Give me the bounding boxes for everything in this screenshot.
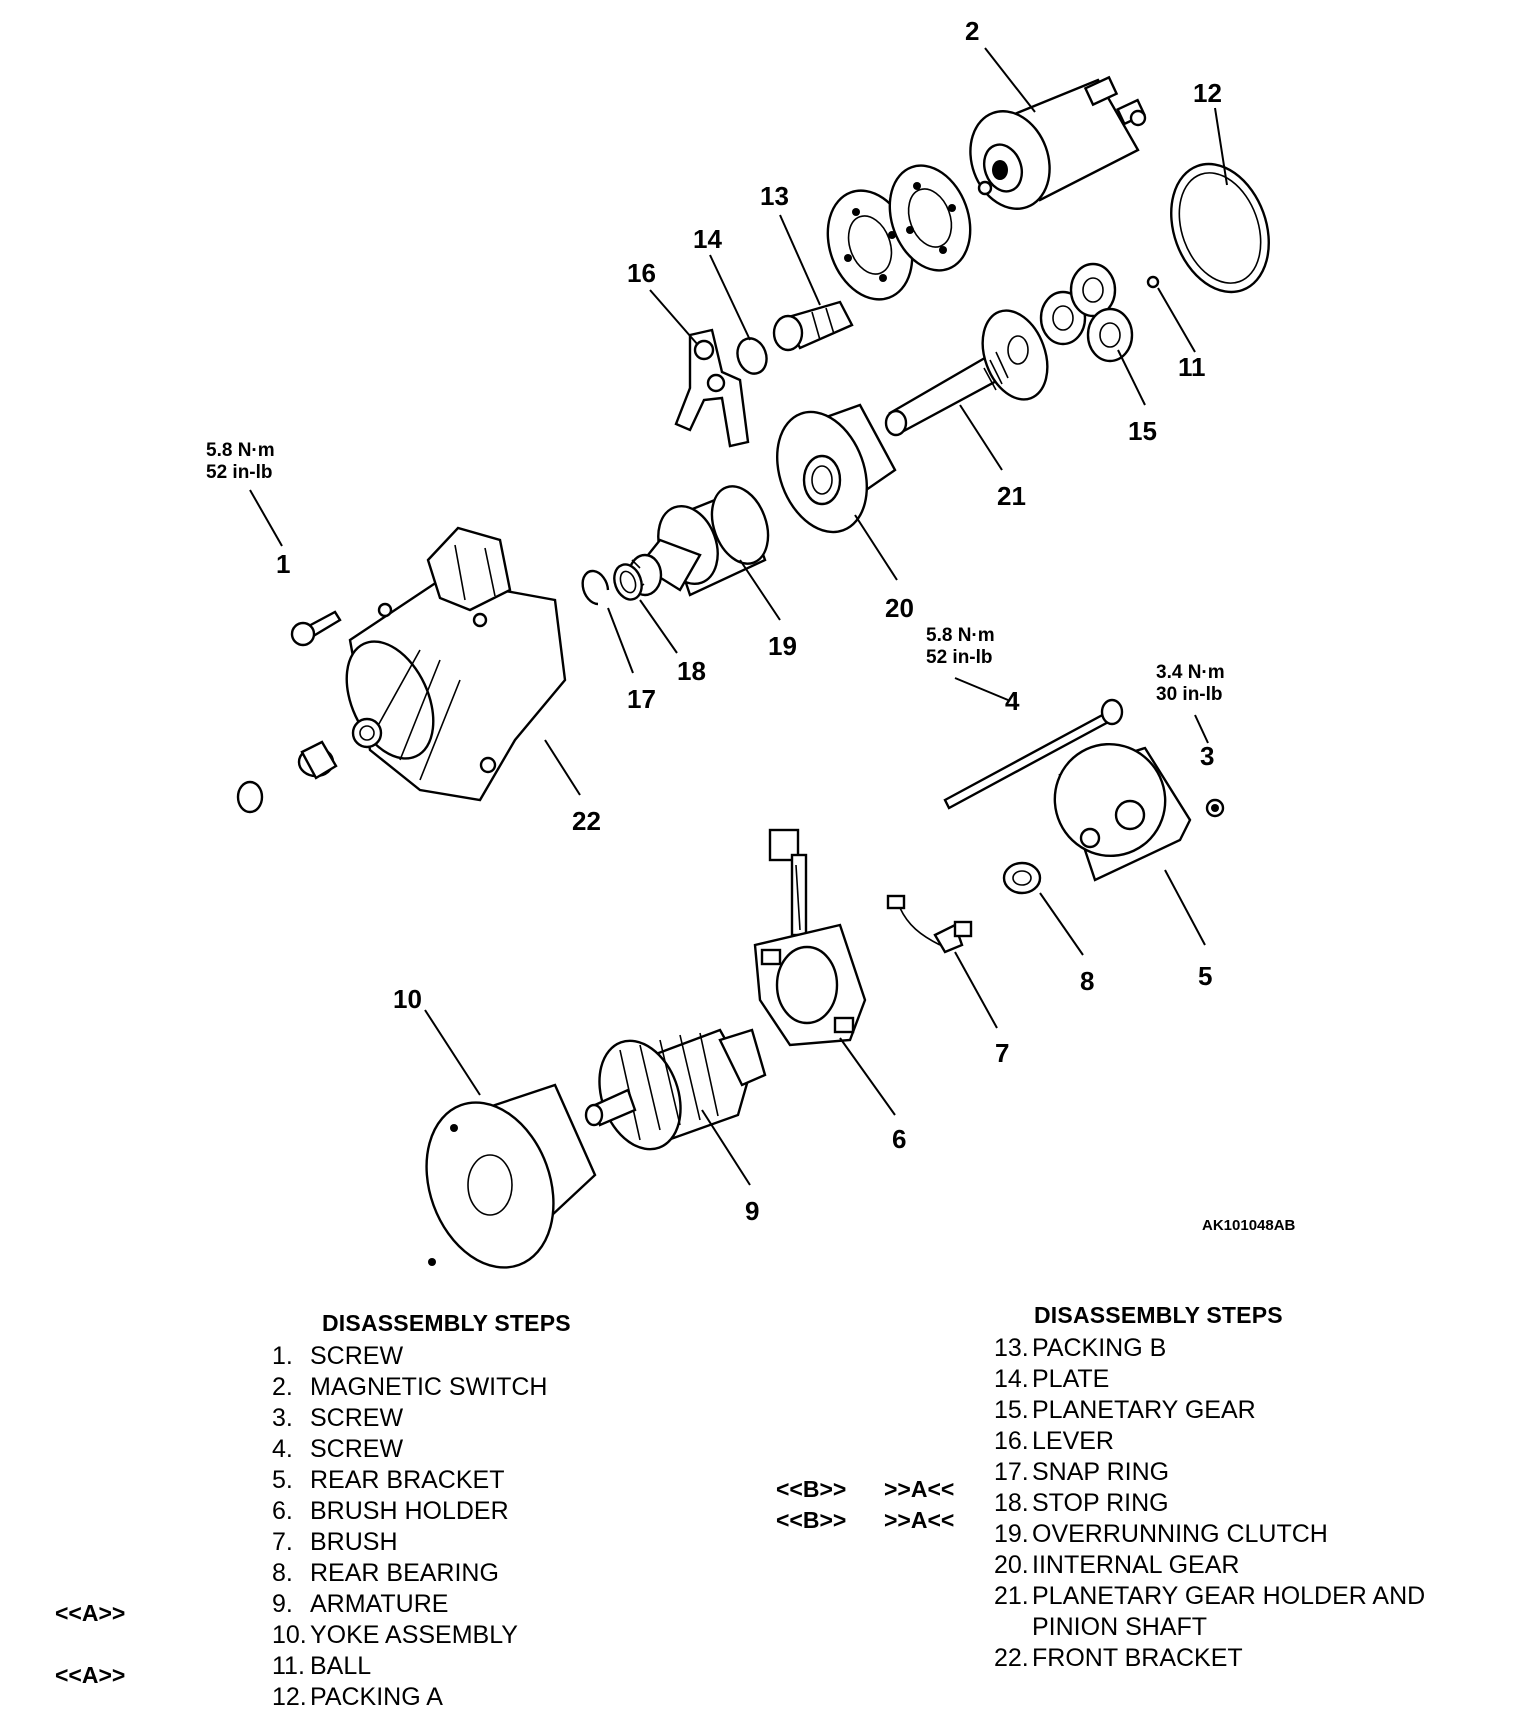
callout-5: 5 xyxy=(1198,961,1212,991)
step-item: 16.LEVER xyxy=(994,1427,1114,1455)
packing-b-2 xyxy=(888,164,972,272)
magnetic-switch xyxy=(969,75,1147,210)
step-item: 19.OVERRUNNING CLUTCH xyxy=(994,1520,1328,1548)
flag-ball: <<A>> xyxy=(55,1662,126,1688)
callout-16: 16 xyxy=(627,258,656,288)
brush-holder xyxy=(753,828,867,1047)
step-item: 18.STOP RING xyxy=(994,1489,1169,1517)
callout-7: 7 xyxy=(995,1038,1009,1068)
planetary-gear-holder xyxy=(884,309,1049,437)
step-item: 4.SCREW xyxy=(272,1435,404,1463)
step-item: 6.BRUSH HOLDER xyxy=(272,1497,509,1525)
callout-4: 4 xyxy=(1005,686,1020,716)
torque-screw4-nm: 5.8 N·m xyxy=(926,625,995,646)
flag-snap-ring-a: >>A<< xyxy=(884,1476,955,1502)
callout-labels: 1 2 3 4 5 6 7 8 9 10 11 12 13 14 15 16 1… xyxy=(276,16,1222,1226)
ring-14 xyxy=(736,337,768,375)
flag-armature: <<A>> xyxy=(55,1600,126,1626)
figure-id: AK101048AB xyxy=(1202,1217,1296,1234)
internal-gear xyxy=(775,403,897,534)
step-item: 14.PLATE xyxy=(994,1365,1110,1393)
ball xyxy=(1146,275,1160,289)
disassembly-steps-right: DISASSEMBLY STEPS 13.PACKING B 14.PLATE … xyxy=(994,1300,1425,1674)
lever xyxy=(674,328,750,448)
step-item: 5.REAR BRACKET xyxy=(272,1466,505,1494)
front-bracket xyxy=(345,526,567,802)
step-item: 21.PLANETARY GEAR HOLDER AND xyxy=(994,1582,1426,1610)
callout-3: 3 xyxy=(1200,741,1214,771)
screw-3 xyxy=(1205,798,1225,818)
step-item: 17.SNAP RING xyxy=(994,1458,1170,1486)
callout-8: 8 xyxy=(1080,966,1094,996)
callout-1: 1 xyxy=(276,549,290,579)
step-item: 8.REAR BEARING xyxy=(272,1559,499,1587)
step-item: 15.PLANETARY GEAR xyxy=(994,1396,1256,1424)
callout-12: 12 xyxy=(1193,78,1222,108)
callout-20: 20 xyxy=(885,593,914,623)
callout-10: 10 xyxy=(393,984,422,1014)
rear-bracket xyxy=(1053,742,1192,882)
step-item: 13.PACKING B xyxy=(994,1334,1167,1362)
callout-17: 17 xyxy=(627,684,656,714)
torque-specs: 5.8 N·m 52 in-lb 5.8 N·m 52 in-lb 3.4 N·… xyxy=(206,440,1225,705)
plate xyxy=(772,300,854,352)
snap-ring xyxy=(581,569,610,606)
torque-screw4-inlb: 52 in-lb xyxy=(926,647,993,668)
packing-a xyxy=(1170,162,1270,294)
torque-screw3-nm: 3.4 N·m xyxy=(1156,662,1225,683)
callout-14: 14 xyxy=(693,224,722,254)
yoke-assembly xyxy=(425,1083,597,1269)
step-item: 22.FRONT BRACKET xyxy=(994,1644,1243,1672)
torque-screw1-inlb: 52 in-lb xyxy=(206,462,273,483)
step-item: 10.YOKE ASSEMBLY xyxy=(272,1621,518,1649)
screw-4 xyxy=(943,698,1124,810)
flag-snap-ring-b: <<B>> xyxy=(776,1476,847,1502)
callout-13: 13 xyxy=(760,181,789,211)
flag-stop-ring-b: <<B>> xyxy=(776,1507,847,1533)
callout-15: 15 xyxy=(1128,416,1157,446)
planetary-gears xyxy=(1039,262,1134,363)
callout-2: 2 xyxy=(965,16,979,46)
callout-19: 19 xyxy=(768,631,797,661)
rear-bearing xyxy=(1002,861,1042,895)
callout-22: 22 xyxy=(572,806,601,836)
disassembly-steps-left: DISASSEMBLY STEPS 1.SCREW 2.MAGNETIC SWI… xyxy=(272,1308,571,1713)
leader-lines xyxy=(249,47,1228,1186)
step-item: PINION SHAFT xyxy=(1032,1613,1208,1641)
step-item: 1.SCREW xyxy=(272,1342,404,1370)
armature xyxy=(584,1028,767,1151)
o-ring xyxy=(236,780,264,814)
front-bushing xyxy=(297,740,338,780)
callout-11: 11 xyxy=(1178,352,1206,382)
exploded-view-diagram: 1 2 3 4 5 6 7 8 9 10 11 12 13 14 15 16 1… xyxy=(206,16,1296,1269)
torque-screw1-nm: 5.8 N·m xyxy=(206,440,275,461)
step-item: 20.IINTERNAL GEAR xyxy=(994,1551,1240,1579)
step-item: 7.BRUSH xyxy=(272,1528,398,1556)
overrunning-clutch xyxy=(627,485,770,597)
step-item: 2.MAGNETIC SWITCH xyxy=(272,1373,548,1401)
step-item: 11.BALL xyxy=(272,1652,372,1680)
steps-heading-left: DISASSEMBLY STEPS xyxy=(322,1310,571,1336)
step-item: 12.PACKING A xyxy=(272,1683,443,1711)
brush xyxy=(886,894,973,954)
step-item: 3.SCREW xyxy=(272,1404,404,1432)
callout-6: 6 xyxy=(892,1124,906,1154)
screw-1 xyxy=(290,610,342,647)
torque-screw3-inlb: 30 in-lb xyxy=(1156,684,1223,705)
step-item: 9.ARMATURE xyxy=(272,1590,449,1618)
callout-9: 9 xyxy=(745,1196,759,1226)
callout-18: 18 xyxy=(677,656,706,686)
steps-heading-right: DISASSEMBLY STEPS xyxy=(1034,1302,1283,1328)
callout-21: 21 xyxy=(997,481,1026,511)
flag-stop-ring-a: >>A<< xyxy=(884,1507,955,1533)
